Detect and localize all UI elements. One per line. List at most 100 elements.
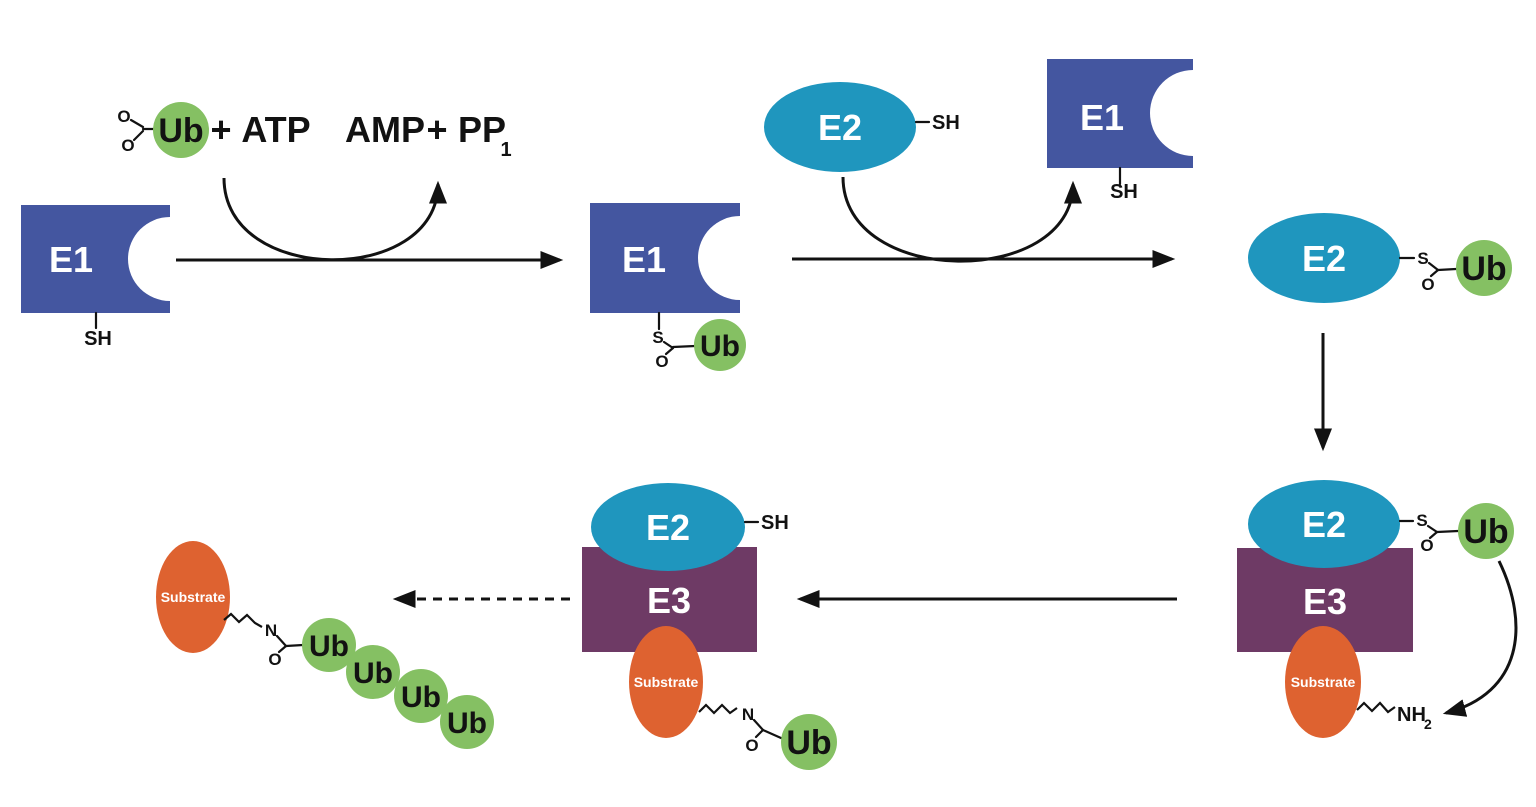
lysine-side-chain bbox=[223, 612, 263, 628]
ubiquitin-circle bbox=[346, 645, 400, 699]
ubiquitin-circle bbox=[694, 319, 746, 371]
e2-label: E2 bbox=[646, 507, 690, 548]
e1-enzyme-free: E1 SH bbox=[21, 205, 212, 350]
polyubiquitin-chain: Ub Ub Ub Ub bbox=[302, 618, 494, 749]
plus-sign: + bbox=[426, 109, 447, 150]
plus-sign: + bbox=[210, 109, 231, 150]
ubiquitin-circle bbox=[394, 669, 448, 723]
bond bbox=[1436, 267, 1458, 272]
oxygen-label: O bbox=[1420, 536, 1433, 555]
e1-enzyme-released: E1 SH bbox=[1047, 59, 1236, 203]
ubiquitin-label: Ub bbox=[309, 630, 349, 663]
e1-label: E1 bbox=[1080, 97, 1124, 138]
oxygen-label: O bbox=[655, 352, 668, 371]
ubiquitin-circle bbox=[781, 714, 837, 770]
cofactor-curved-arrow bbox=[222, 177, 447, 262]
atp-label: ATP bbox=[241, 109, 310, 150]
sulfur-label: S bbox=[652, 328, 663, 347]
e2-label: E2 bbox=[1302, 504, 1346, 545]
e1-binding-notch bbox=[128, 217, 212, 301]
sulfur-label: S bbox=[1417, 249, 1428, 268]
e2-enzyme-free: E2 SH bbox=[764, 82, 960, 172]
stage-e2-ub-conjugate: E2 S O Ub bbox=[1248, 213, 1512, 452]
stage-transfer-to-e2: E1 S O Ub E2 SH E1 SH bbox=[590, 59, 1236, 371]
substrate-body bbox=[156, 541, 230, 653]
bond bbox=[761, 728, 783, 740]
oxygen-label: O bbox=[121, 136, 134, 155]
ubiquitin-label: Ub bbox=[401, 681, 441, 714]
stage-ub-activation: O O Ub + ATP AMP + PP 1 E1 SH bbox=[21, 102, 564, 350]
bond bbox=[129, 118, 145, 129]
ubiquitin-circle bbox=[440, 695, 494, 749]
ubiquitin-label: Ub bbox=[447, 707, 487, 740]
e2-body bbox=[1248, 480, 1400, 568]
ubiquitin-label: Ub bbox=[158, 112, 203, 150]
pp-subscript: 1 bbox=[500, 139, 511, 161]
oxygen-label: O bbox=[268, 650, 281, 669]
bond bbox=[1426, 524, 1439, 534]
bond bbox=[1429, 268, 1440, 278]
stage-polyubiquitinated-substrate: Substrate N O Ub Ub Ub Ub bbox=[156, 541, 494, 749]
thiol-label: SH bbox=[84, 328, 112, 350]
bond bbox=[752, 718, 765, 732]
oxygen-label: O bbox=[745, 736, 758, 755]
bond bbox=[1435, 529, 1460, 534]
amine-label: NH bbox=[1397, 704, 1426, 726]
e1-binding-notch bbox=[698, 216, 782, 300]
ubiquitin-label: Ub bbox=[353, 657, 393, 690]
ubiquitin-circle bbox=[1456, 240, 1512, 296]
oxygen-label: O bbox=[1421, 275, 1434, 294]
stage-e3-complex-ub-transfer: E2 E3 Substrate S O Ub NH 2 bbox=[1237, 480, 1518, 738]
e1-ub-conjugate: E1 S O Ub bbox=[590, 203, 782, 371]
amine-subscript: 2 bbox=[1424, 716, 1432, 732]
bond bbox=[754, 728, 765, 739]
ubiquitin-circle bbox=[153, 102, 209, 158]
ub-carboxyl-group: O O bbox=[117, 107, 156, 155]
e2-label: E2 bbox=[818, 107, 862, 148]
substrate-label: Substrate bbox=[634, 674, 699, 690]
e2-label: E2 bbox=[1302, 238, 1346, 279]
thiol-label: SH bbox=[761, 512, 789, 534]
ubiquitin-label: Ub bbox=[1461, 250, 1506, 288]
substrate-body bbox=[629, 626, 703, 738]
stage-substrate-ubiquitinated: E2 SH E3 Substrate N O Ub bbox=[582, 483, 837, 770]
bond bbox=[671, 344, 697, 349]
ubiquitin-circle bbox=[302, 618, 356, 672]
ubiquitin-label: Ub bbox=[700, 330, 740, 363]
e3-label: E3 bbox=[1303, 581, 1347, 622]
e1-label: E1 bbox=[49, 239, 93, 280]
e1-label: E1 bbox=[622, 239, 666, 280]
sulfur-label: S bbox=[1416, 511, 1427, 530]
ub-to-lysine-curved-arrow bbox=[1442, 560, 1518, 717]
substrate-label: Substrate bbox=[1291, 674, 1356, 690]
bond bbox=[284, 643, 305, 648]
substrate-body bbox=[1285, 626, 1361, 738]
bond bbox=[1427, 261, 1440, 272]
bond bbox=[275, 634, 288, 648]
lysine-side-chain bbox=[698, 703, 738, 715]
substrate-label: Substrate bbox=[161, 589, 226, 605]
lysine-side-chain bbox=[1356, 701, 1396, 714]
e2-body bbox=[591, 483, 745, 571]
nitrogen-label: N bbox=[742, 705, 754, 724]
e2-body bbox=[764, 82, 916, 172]
ubiquitin-label: Ub bbox=[786, 724, 831, 762]
ubiquitin-circle bbox=[1458, 503, 1514, 559]
oxygen-label: O bbox=[117, 107, 130, 126]
thiol-label: SH bbox=[1110, 181, 1138, 203]
bond bbox=[132, 129, 145, 142]
e2-body bbox=[1248, 213, 1400, 303]
pp-label: PP bbox=[458, 109, 506, 150]
thiol-label: SH bbox=[932, 112, 960, 134]
ubiquitin-label: Ub bbox=[1463, 513, 1508, 551]
nitrogen-label: N bbox=[265, 621, 277, 640]
bond bbox=[277, 644, 288, 654]
e3-label: E3 bbox=[647, 580, 691, 621]
bond bbox=[662, 340, 675, 350]
cofactor-curved-arrow bbox=[841, 176, 1082, 263]
bond bbox=[1428, 530, 1439, 540]
amp-label: AMP bbox=[345, 109, 425, 150]
bond bbox=[664, 346, 675, 356]
